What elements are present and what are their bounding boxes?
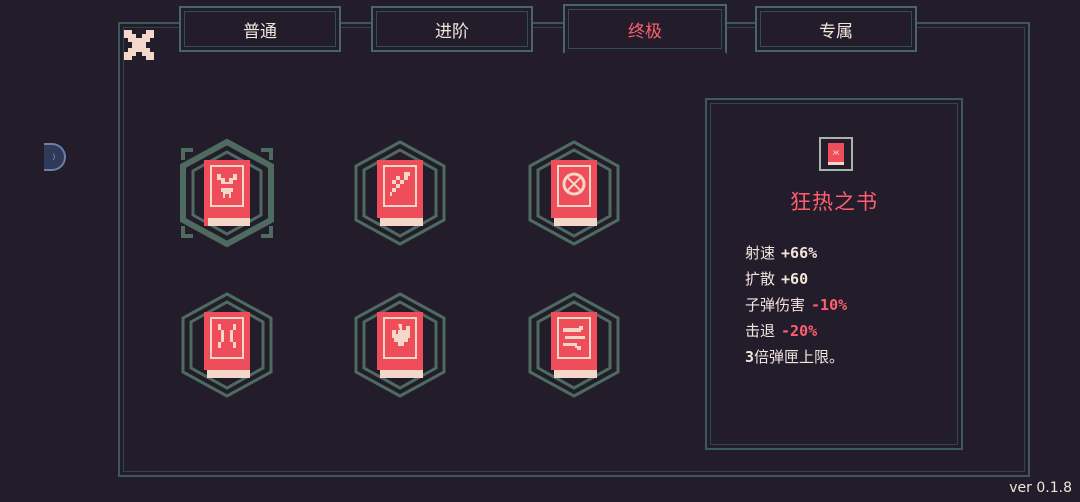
book-icon — [377, 160, 423, 226]
book-icon — [551, 160, 597, 226]
hex-frame — [181, 292, 273, 398]
tab-ultimate[interactable]: 终极 — [563, 4, 727, 54]
item-name: 狂热之书 — [790, 190, 878, 214]
demon-face-icon — [204, 160, 250, 226]
tab-advanced[interactable]: 进阶 — [371, 6, 533, 52]
item-detail-panel: ж 狂热之书 射速+66% 扩散+60 子弹伤害-10% 击退-20% 3倍弹匣… — [705, 98, 963, 450]
hex-frame — [354, 292, 446, 398]
item-stats: 射速+66% 扩散+60 子弹伤害-10% 击退-20% 3倍弹匣上限。 — [745, 240, 847, 370]
tab-normal[interactable]: 普通 — [179, 6, 341, 52]
selected-item-thumbnail: ж — [819, 137, 853, 171]
tab-exclusive[interactable]: 专属 — [755, 6, 917, 52]
book-icon: ж — [828, 143, 844, 165]
circle-rune-icon — [551, 160, 597, 226]
split-bracket-icon — [204, 312, 250, 378]
hex-frame — [354, 140, 446, 246]
item-slot-6[interactable] — [524, 290, 624, 400]
stat-bullet-damage: 子弹伤害-10% — [745, 296, 848, 314]
stat-note: 3倍弹匣上限。 — [745, 348, 845, 366]
hex-frame — [528, 292, 620, 398]
leaf-icon — [377, 160, 423, 226]
hex-frame-selected — [180, 138, 274, 248]
hex-frame — [528, 140, 620, 246]
stat-spread: 扩散+60 — [745, 270, 809, 288]
book-icon — [377, 312, 423, 378]
book-icon — [204, 160, 250, 226]
item-slot-4[interactable] — [177, 290, 277, 400]
book-icon — [551, 312, 597, 378]
flame-icon — [377, 312, 423, 378]
close-icon[interactable] — [122, 28, 156, 62]
item-slot-5[interactable] — [350, 290, 450, 400]
item-slot-2[interactable] — [350, 138, 450, 248]
version-label: ver 0.1.8 — [1009, 480, 1072, 496]
side-tab-button[interactable]: ⟩ — [44, 143, 66, 171]
stat-knockback: 击退-20% — [745, 322, 818, 340]
item-slot-1[interactable] — [177, 138, 277, 248]
wind-icon — [551, 312, 597, 378]
stat-fire-rate: 射速+66% — [745, 244, 818, 262]
book-icon — [204, 312, 250, 378]
item-slot-3[interactable] — [524, 138, 624, 248]
